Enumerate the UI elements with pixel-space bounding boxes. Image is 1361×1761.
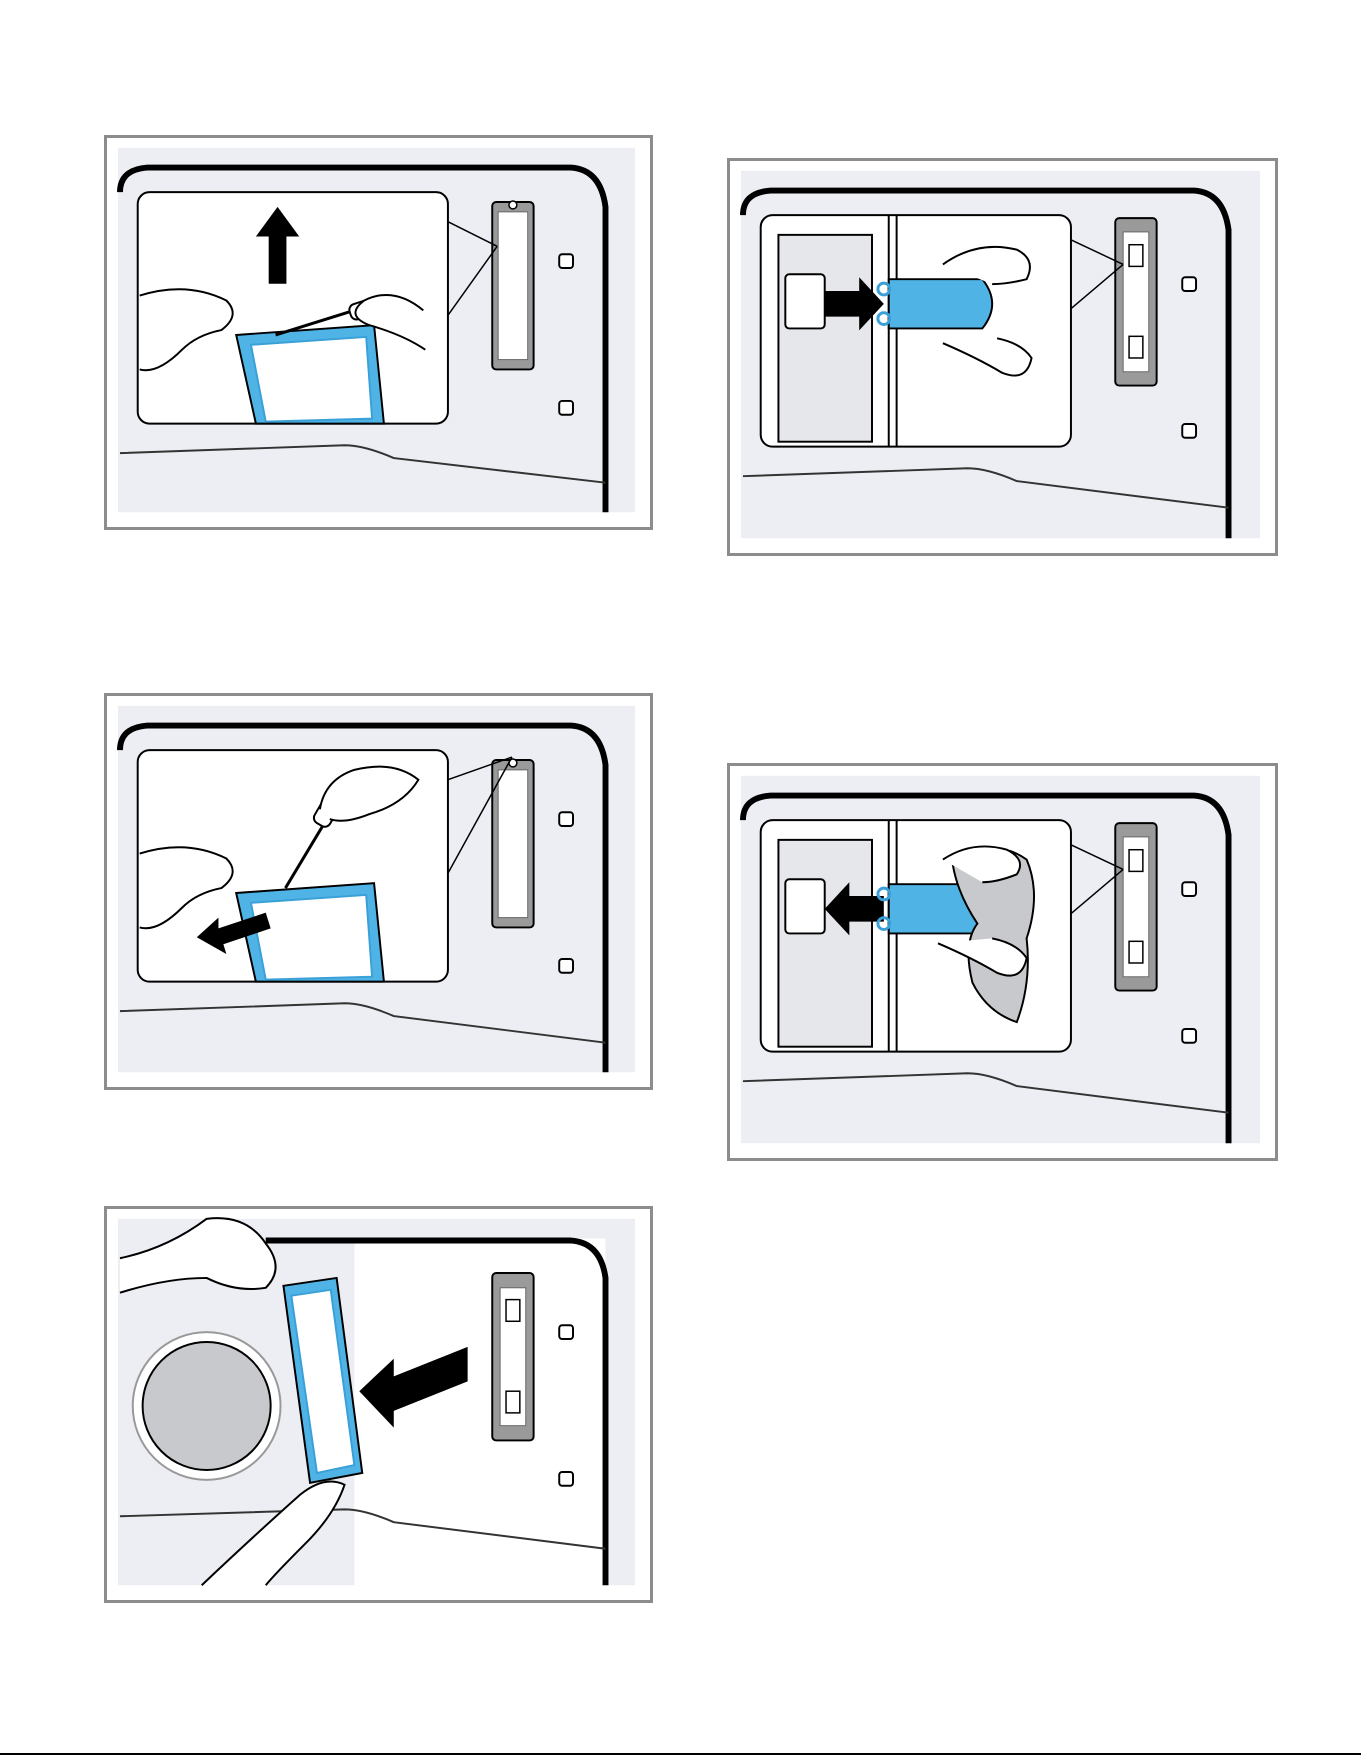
figure-remove-bulb [727, 158, 1278, 556]
lamp-socket-icon [785, 274, 824, 328]
lamp-socket-icon [785, 879, 824, 933]
figure-remove-bulb-illustration [730, 161, 1275, 553]
figure-remove-cover-lift [104, 135, 653, 530]
lamp-socket-icon [1115, 218, 1156, 385]
fan-cover-icon [133, 1332, 281, 1480]
figure-insert-bulb-illustration [730, 766, 1275, 1158]
lamp-cover-icon [236, 325, 384, 423]
lamp-cover-icon [492, 201, 533, 369]
page-bottom-rule [0, 1753, 1361, 1755]
figure-insert-bulb [727, 763, 1278, 1161]
figure-remove-cover-pull-illustration [107, 696, 650, 1087]
figure-refit-cover-illustration [107, 1209, 650, 1600]
figure-refit-cover [104, 1206, 653, 1603]
lamp-socket-icon [1115, 823, 1156, 990]
figure-remove-cover-lift-illustration [107, 138, 650, 527]
halogen-bulb-icon [878, 279, 992, 328]
lamp-cover-icon [492, 1273, 533, 1440]
lamp-cover-icon [492, 759, 533, 927]
figure-remove-cover-pull [104, 693, 653, 1090]
